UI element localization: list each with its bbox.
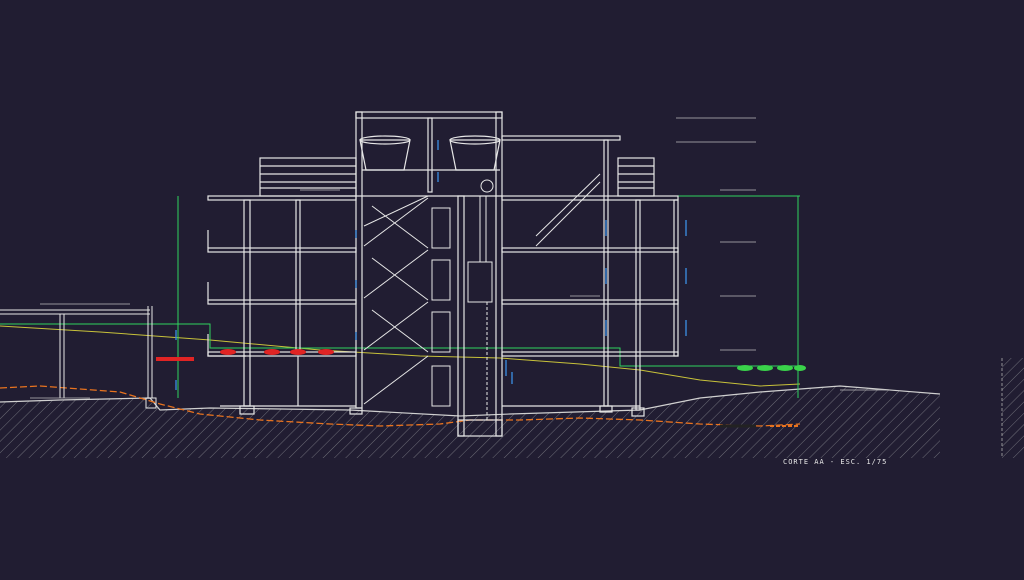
stair-flights (363, 173, 601, 405)
elevator-cabin (467, 179, 494, 420)
level-lines (0, 195, 800, 398)
dimension-markers (175, 140, 687, 390)
core-doors (431, 207, 451, 407)
existing-terrain-line (0, 385, 801, 427)
projected-terrain-line (0, 325, 801, 387)
annotation-marks (30, 117, 890, 399)
section-title: CORTE AA - ESC. 1/75 (783, 458, 888, 466)
left-retaining-block (0, 306, 157, 409)
planter-red (156, 349, 334, 361)
planter-green (737, 365, 806, 371)
ground-hatch (0, 358, 1024, 458)
building-structure (207, 111, 679, 437)
